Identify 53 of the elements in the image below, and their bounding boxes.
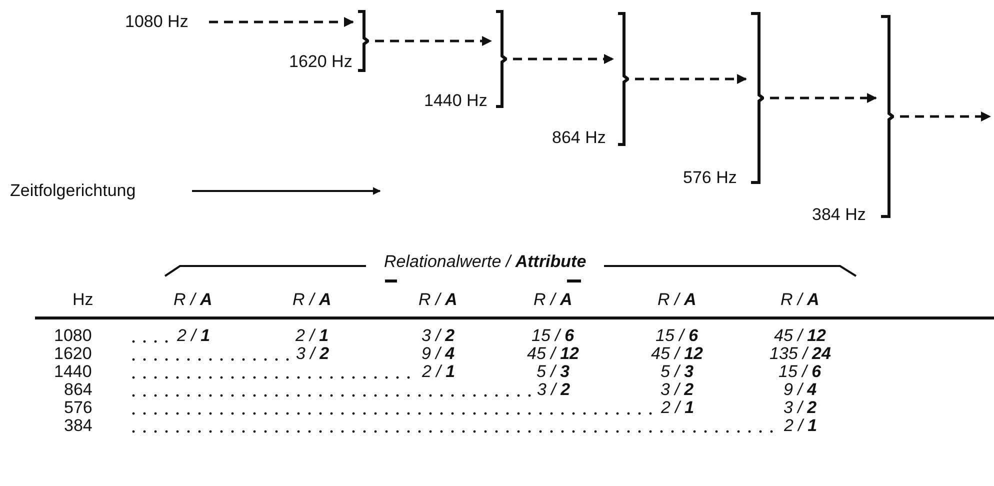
dashed-arrow	[513, 54, 614, 64]
ratio-value: 2 / 1	[128, 416, 818, 436]
column-header: R / A	[658, 290, 696, 310]
frequency-value: 1620	[54, 344, 92, 364]
curly-bracket	[617, 12, 629, 146]
dashed-arrow	[900, 112, 991, 122]
column-header: Hz	[72, 290, 94, 310]
ratio-value: 45 / 12	[651, 344, 704, 364]
ratio-value: 9 / 4	[422, 344, 455, 364]
frequency-label: 1620 Hz	[289, 52, 352, 72]
direction-label: Zeitfolgerichtung	[10, 181, 136, 201]
frequency-label: 576 Hz	[683, 168, 737, 188]
ratio-value: 3 / 2	[128, 344, 330, 364]
ratio-value: 3 / 2	[660, 380, 694, 400]
curly-bracket	[750, 12, 764, 184]
frequency-label: 1440 Hz	[424, 91, 488, 111]
frequency-value: 1440	[54, 362, 92, 382]
table-heading: Relationalwerte / Attribute	[384, 252, 586, 272]
ratio-value: 45 / 12	[774, 326, 826, 346]
ratio-value: 45 / 12	[527, 344, 580, 364]
curly-bracket	[880, 15, 894, 218]
ratio-value: 15 / 6	[532, 326, 574, 346]
ratio-value: 3 / 2	[784, 398, 817, 418]
column-header: R / A	[534, 290, 572, 310]
ratio-value: 2 / 1	[128, 398, 694, 418]
ratio-value: 2 / 1	[128, 362, 456, 382]
curly-bracket	[495, 10, 507, 108]
ratio-value: 5 / 3	[660, 362, 694, 382]
column-header: R / A	[174, 290, 212, 310]
dashed-arrow	[770, 93, 877, 103]
ratio-value: 2 / 1	[128, 326, 210, 346]
dashed-arrow	[635, 74, 747, 84]
ratio-value: 15 / 6	[778, 362, 822, 382]
dashed-arrow	[209, 17, 354, 27]
dashed-arrow	[375, 36, 492, 46]
ratio-value: 2 / 1	[296, 326, 329, 346]
ratio-value: 9 / 4	[784, 380, 817, 400]
ratio-value: 5 / 3	[536, 362, 570, 382]
curly-bracket	[357, 10, 369, 72]
frequency-label: 1080 Hz	[125, 12, 203, 32]
ratio-value: 3 / 2	[128, 380, 570, 400]
ratio-value: 3 / 2	[422, 326, 455, 346]
ratio-value: 15 / 6	[656, 326, 698, 346]
column-header: R / A	[418, 290, 458, 310]
frequency-value: 384	[64, 416, 92, 436]
ratio-value: 135 / 24	[770, 344, 831, 364]
column-header: R / A	[292, 290, 332, 310]
frequency-value: 576	[64, 398, 92, 418]
frequency-label: 864 Hz	[552, 128, 606, 148]
frequency-value: 1080	[54, 326, 92, 346]
frequency-value: 864	[64, 380, 92, 400]
frequency-label: 384 Hz	[812, 205, 866, 225]
column-header: R / A	[780, 290, 820, 310]
